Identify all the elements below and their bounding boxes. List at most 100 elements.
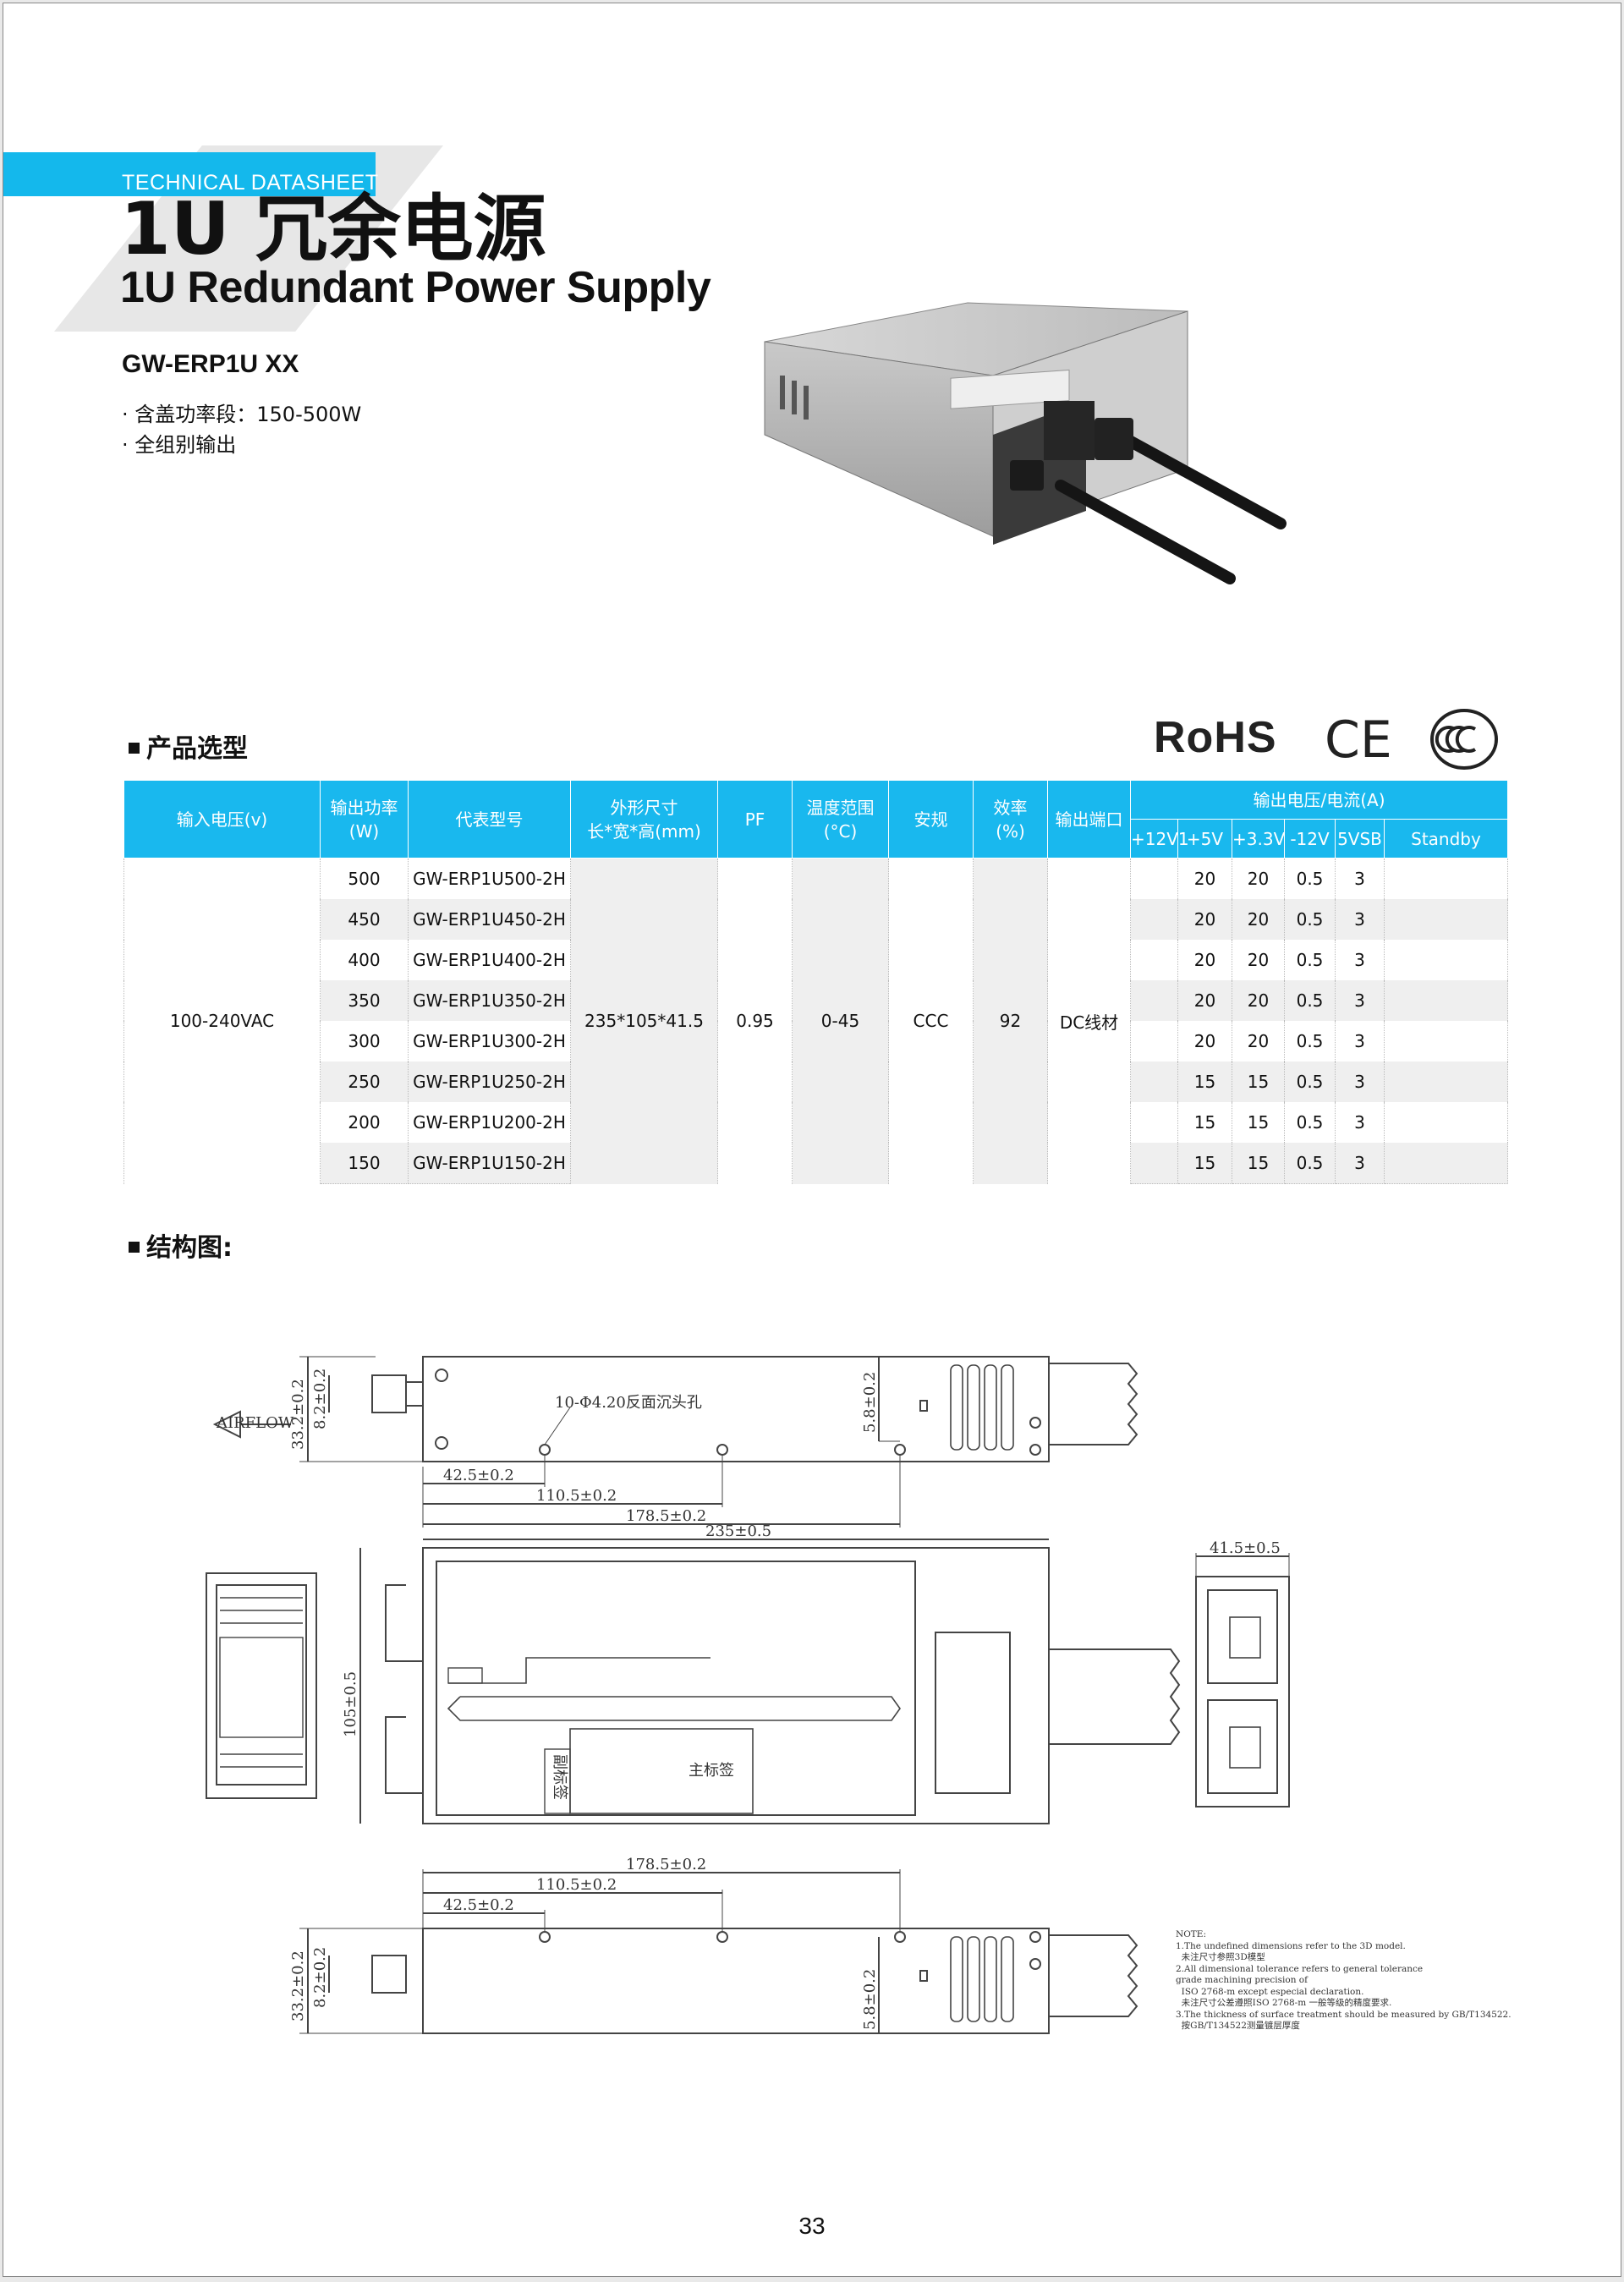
cell-efficiency: 92 — [973, 858, 1048, 1184]
note-line: ISO 2768-m except especial declaration. — [1176, 1986, 1364, 1997]
cell-minus-12v: 0.5 — [1284, 1021, 1336, 1061]
cell-5v: 20 — [1177, 1021, 1232, 1061]
page-title-cn: 1U 冗余电源 — [120, 187, 546, 272]
cell-minus-12v: 0.5 — [1284, 899, 1336, 940]
dim-110-5-bottom: 110.5±0.2 — [536, 1876, 617, 1894]
cell-minus-12v: 0.5 — [1284, 1143, 1336, 1184]
col-3v3: +3.3V — [1232, 819, 1285, 858]
cell-standby — [1384, 940, 1508, 980]
cell-standby — [1384, 1061, 1508, 1102]
col-efficiency: 效率(%) — [973, 780, 1048, 858]
cell-5vsb: 3 — [1335, 1102, 1385, 1143]
drawing-notes: NOTE:1.The undefined dimensions refer to… — [1176, 1929, 1512, 2032]
cell-pf: 0.95 — [717, 858, 793, 1184]
dim-5-8-top: 5.8±0.2 — [861, 1372, 879, 1433]
cell-safety: CCC — [888, 858, 974, 1184]
dim-178-5-bottom: 178.5±0.2 — [626, 1856, 706, 1873]
side-label-text: 副标签 — [551, 1754, 568, 1800]
dim-42-5-top: 42.5±0.2 — [443, 1467, 514, 1484]
cell-5v: 20 — [1177, 858, 1232, 899]
cell-power: 150 — [320, 1143, 409, 1184]
cell-output-port: DC线材 — [1047, 858, 1131, 1184]
main-label-text: 主标签 — [689, 1762, 734, 1780]
model-number: GW-ERP1U XX — [122, 350, 299, 378]
ce-mark: CE — [1325, 710, 1392, 770]
holes-label: 10-Φ4.20反面沉头孔 — [555, 1394, 702, 1412]
bullet-square-icon — [129, 1242, 140, 1253]
cell-5vsb: 3 — [1335, 1021, 1385, 1061]
note-line: 1.The undefined dimensions refer to the … — [1176, 1940, 1406, 1951]
cell-model: GW-ERP1U200-2H — [408, 1102, 571, 1143]
structure-heading: 结构图: — [129, 1226, 233, 1264]
note-line: 3.The thickness of surface treatment sho… — [1176, 2009, 1512, 2020]
col-5vsb: 5VSB — [1335, 819, 1385, 858]
cell-3v3: 20 — [1232, 858, 1285, 899]
cell-12v1 — [1130, 1021, 1178, 1061]
cell-3v3: 15 — [1232, 1143, 1285, 1184]
note-line: 2.All dimensional tolerance refers to ge… — [1176, 1963, 1424, 1974]
cell-standby — [1384, 1143, 1508, 1184]
header-band — [3, 152, 376, 196]
top-view — [212, 1356, 1138, 1528]
rohs-mark: RoHS — [1154, 713, 1277, 762]
cell-minus-12v: 0.5 — [1284, 1061, 1336, 1102]
feature-list: · 含盖功率段：150-500W · 全组别输出 — [122, 399, 361, 460]
col-pf: PF — [717, 780, 793, 858]
cell-3v3: 20 — [1232, 940, 1285, 980]
cell-model: GW-ERP1U500-2H — [408, 858, 571, 899]
cell-3v3: 20 — [1232, 980, 1285, 1021]
cell-model: GW-ERP1U450-2H — [408, 899, 571, 940]
cell-5vsb: 3 — [1335, 1143, 1385, 1184]
cell-5vsb: 3 — [1335, 940, 1385, 980]
col-minus-12v: -12V — [1284, 819, 1336, 858]
cell-12v1 — [1130, 1143, 1178, 1184]
col-efficiency-label: 效率 — [993, 797, 1028, 818]
ccc-mark-icon — [1430, 709, 1498, 770]
col-output-port: 输出端口 — [1047, 780, 1131, 858]
cell-dimensions: 235*105*41.5 — [570, 858, 718, 1184]
cell-model: GW-ERP1U150-2H — [408, 1143, 571, 1184]
feature-item: · 全组别输出 — [122, 433, 237, 457]
dim-8-2-bottom: 8.2±0.2 — [311, 1947, 329, 2008]
col-output-group: 输出电压/电流(A) — [1130, 780, 1508, 820]
page-title-en: 1U Redundant Power Supply — [120, 263, 711, 312]
cell-3v3: 15 — [1232, 1102, 1285, 1143]
product-image — [764, 302, 1287, 584]
dim-42-5-bottom: 42.5±0.2 — [443, 1896, 514, 1914]
col-dimensions-unit: 长*宽*高(mm) — [587, 820, 701, 842]
cell-5vsb: 3 — [1335, 980, 1385, 1021]
cell-5vsb: 3 — [1335, 1061, 1385, 1102]
dim-33-2-top: 33.2±0.2 — [289, 1379, 307, 1450]
col-efficiency-unit: (%) — [996, 820, 1025, 842]
cell-12v1 — [1130, 1061, 1178, 1102]
cell-model: GW-ERP1U400-2H — [408, 940, 571, 980]
note-line: 未注尺寸参照3D模型 — [1176, 1952, 1265, 1962]
dim-8-2-top: 8.2±0.2 — [311, 1369, 329, 1429]
cell-5vsb: 3 — [1335, 858, 1385, 899]
cell-minus-12v: 0.5 — [1284, 1102, 1336, 1143]
cell-standby — [1384, 1102, 1508, 1143]
cell-5v: 15 — [1177, 1143, 1232, 1184]
col-input-voltage: 输入电压(v) — [123, 780, 321, 858]
cell-5v: 20 — [1177, 980, 1232, 1021]
cell-model: GW-ERP1U250-2H — [408, 1061, 571, 1102]
note-line: 未注尺寸公差遵照ISO 2768-m 一般等级的精度要求. — [1176, 1998, 1392, 2008]
cell-minus-12v: 0.5 — [1284, 980, 1336, 1021]
note-line: grade machining precision of — [1176, 1975, 1309, 1985]
datasheet-page: TECHNICAL DATASHEET 1U 冗余电源 1U Redundant… — [3, 3, 1621, 2277]
col-safety: 安规 — [888, 780, 974, 858]
cell-power: 250 — [320, 1061, 409, 1102]
cell-power: 400 — [320, 940, 409, 980]
selection-heading: 产品选型 — [129, 727, 248, 765]
note-line: NOTE: — [1176, 1929, 1207, 1939]
dim-5-8-bottom: 5.8±0.2 — [861, 1969, 879, 2030]
cell-5vsb: 3 — [1335, 899, 1385, 940]
selection-heading-text: 产品选型 — [146, 734, 248, 764]
cell-5v: 20 — [1177, 940, 1232, 980]
cell-power: 450 — [320, 899, 409, 940]
cell-3v3: 20 — [1232, 899, 1285, 940]
col-12v1: +12V1 — [1130, 819, 1189, 858]
cell-12v1 — [1130, 980, 1178, 1021]
structure-drawing: AIRFLOW 10-Φ4.20反面沉头孔 33.2±0.2 8.2±0.2 5… — [206, 1356, 1290, 2034]
cell-12v1 — [1130, 1102, 1178, 1143]
